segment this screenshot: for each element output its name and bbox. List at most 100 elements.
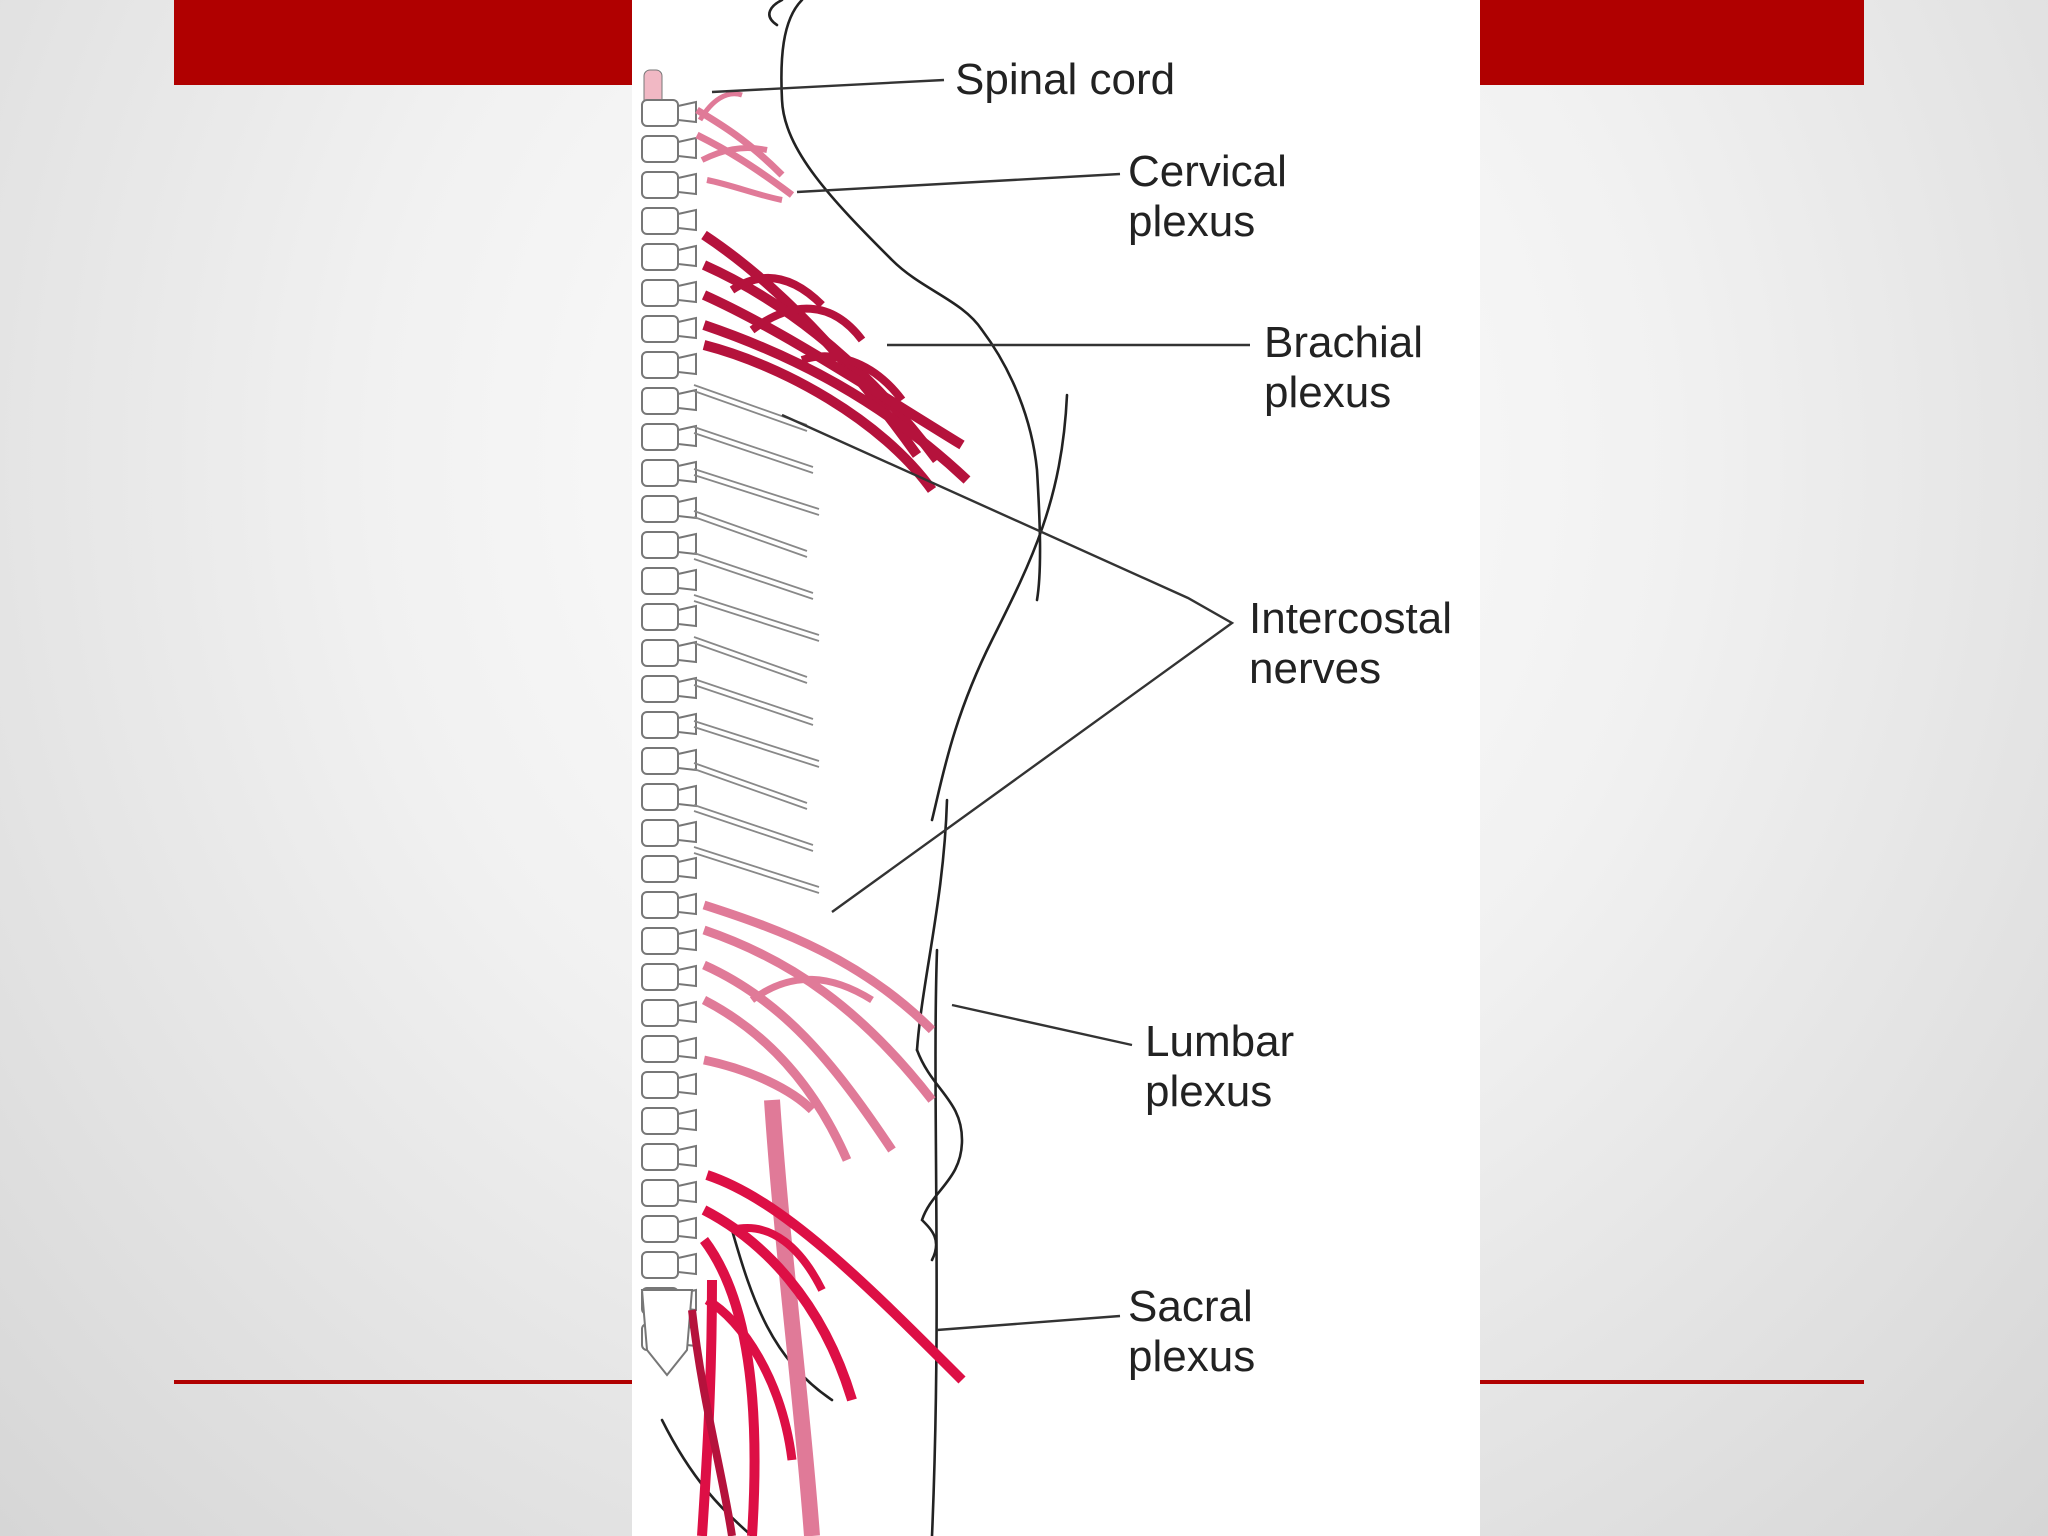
vertebral-process [677,208,697,232]
vertebral-process [677,352,697,376]
vertebra [641,1179,679,1207]
vertebral-process [677,1252,697,1276]
vertebra [641,531,679,559]
intercostal-nerve-line [693,852,820,894]
vertebra [641,1251,679,1279]
vertebral-process [677,892,697,916]
vertebral-process [677,1108,697,1132]
intercostal-nerve-line [693,426,814,468]
intercostal-nerve-line [693,846,820,888]
vertebra [641,99,679,127]
label-sacral-line2: plexus [1128,1332,1255,1381]
intercostal-nerve-line [693,390,808,432]
label-lumbar-line2: plexus [1145,1067,1272,1116]
label-leader-lines [711,78,1250,1332]
vertebral-process [677,496,697,520]
vertebral-process [677,604,697,628]
intercostal-nerve-line [693,558,814,600]
vertebra [641,891,679,919]
intercostal-nerve-line [693,726,820,768]
vertebra [641,675,679,703]
vertebra [641,855,679,883]
anatomy-figure: Spinal cord Cervical plexus Brachial ple… [632,0,1480,1536]
label-cervical-line2: plexus [1128,197,1255,246]
intercostal-nerve-line [693,552,814,594]
intercostal-nerve-line [693,636,808,678]
intercostal-nerve-line [693,804,814,846]
vertebral-process [677,280,697,304]
lumbar-plexus-nerves [701,900,936,1536]
vertebral-process [677,964,697,988]
vertebral-process [677,568,697,592]
vertebral-column [640,69,697,1377]
label-brachial-line2: plexus [1264,368,1391,417]
label-lumbar-line1: Lumbar [1145,1017,1294,1066]
vertebral-process [677,820,697,844]
vertebra [641,819,679,847]
vertebra [641,1107,679,1135]
intercostal-nerve-line [693,720,820,762]
vertebral-process [677,748,697,772]
vertebral-process [677,856,697,880]
label-brachial-line1: Brachial [1264,318,1423,367]
brachial-plexus-nerves [701,230,971,493]
intercostal-nerve-line [693,762,808,804]
sacral-plexus-nerves [688,1170,966,1536]
intercostal-nerve-line [693,474,820,516]
intercostal-nerve-line [693,768,808,810]
label-intercostal-line2: nerves [1249,644,1381,693]
vertebra [641,279,679,307]
intercostal-nerve-line [693,810,814,852]
intercostal-nerve-line [693,516,808,558]
vertebral-process [677,676,697,700]
cervical-plexus-nerves [695,91,795,203]
vertebra [641,999,679,1027]
vertebral-process [677,136,697,160]
intercostal-nerve-line [693,432,814,474]
vertebra [641,1215,679,1243]
vertebral-process [677,784,697,808]
label-spinal-cord: Spinal cord [955,55,1175,104]
intercostal-nerve-line [693,594,820,636]
vertebral-process [677,172,697,196]
vertebral-process [677,244,697,268]
vertebra [641,711,679,739]
vertebral-process [677,1000,697,1024]
vertebra [641,1035,679,1063]
vertebra [641,783,679,811]
vertebral-process [677,532,697,556]
vertebra [641,315,679,343]
vertebral-process [677,712,697,736]
intercostal-nerve-line [693,600,820,642]
vertebra [641,351,679,379]
vertebra [641,495,679,523]
vertebra [641,171,679,199]
vertebral-process [677,640,697,664]
vertebra [641,387,679,415]
label-cervical-line1: Cervical [1128,147,1287,196]
vertebral-process [677,1216,697,1240]
vertebra [641,1071,679,1099]
vertebral-process [677,1036,697,1060]
vertebral-process [677,100,697,124]
intercostal-nerve-line [693,468,820,510]
vertebra [641,567,679,595]
label-sacral-line1: Sacral [1128,1282,1253,1331]
vertebra [641,747,679,775]
vertebra [641,639,679,667]
vertebral-process [677,1180,697,1204]
vertebral-process [677,928,697,952]
intercostal-nerve-lines [693,384,820,894]
vertebral-process [677,424,697,448]
label-intercostal-line1: Intercostal [1249,594,1452,643]
vertebra [641,135,679,163]
vertebral-process [677,460,697,484]
vertebra [641,963,679,991]
vertebral-process [677,388,697,412]
intercostal-nerve-line [693,678,814,720]
intercostal-nerve-line [693,684,814,726]
intercostal-nerve-line [693,642,808,684]
vertebra [641,1143,679,1171]
vertebra [641,603,679,631]
vertebral-process [677,1144,697,1168]
